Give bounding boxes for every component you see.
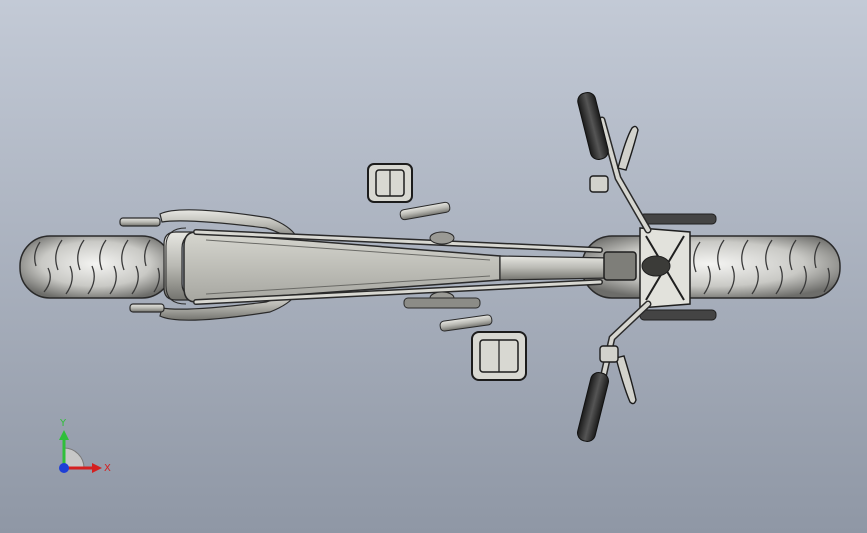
left-grip[interactable] [576, 91, 610, 161]
x-axis-label: X [104, 463, 111, 474]
fork-crown[interactable] [603, 213, 717, 321]
left-pedal[interactable] [367, 163, 413, 203]
rear-wheel[interactable] [19, 235, 173, 299]
rear-stays[interactable] [119, 209, 297, 321]
brake-lever-right[interactable] [599, 345, 637, 405]
right-pedal[interactable] [471, 331, 527, 381]
y-axis-label: Y [59, 418, 67, 429]
x-axis-head [92, 463, 102, 473]
crankset[interactable] [399, 201, 493, 332]
y-axis-head [59, 430, 69, 440]
brake-lever-left[interactable] [589, 125, 639, 193]
coordinate-triad: Y X [59, 418, 111, 474]
z-axis-dot [59, 463, 69, 473]
frame-main-tube[interactable] [183, 229, 611, 305]
right-grip[interactable] [576, 371, 610, 443]
